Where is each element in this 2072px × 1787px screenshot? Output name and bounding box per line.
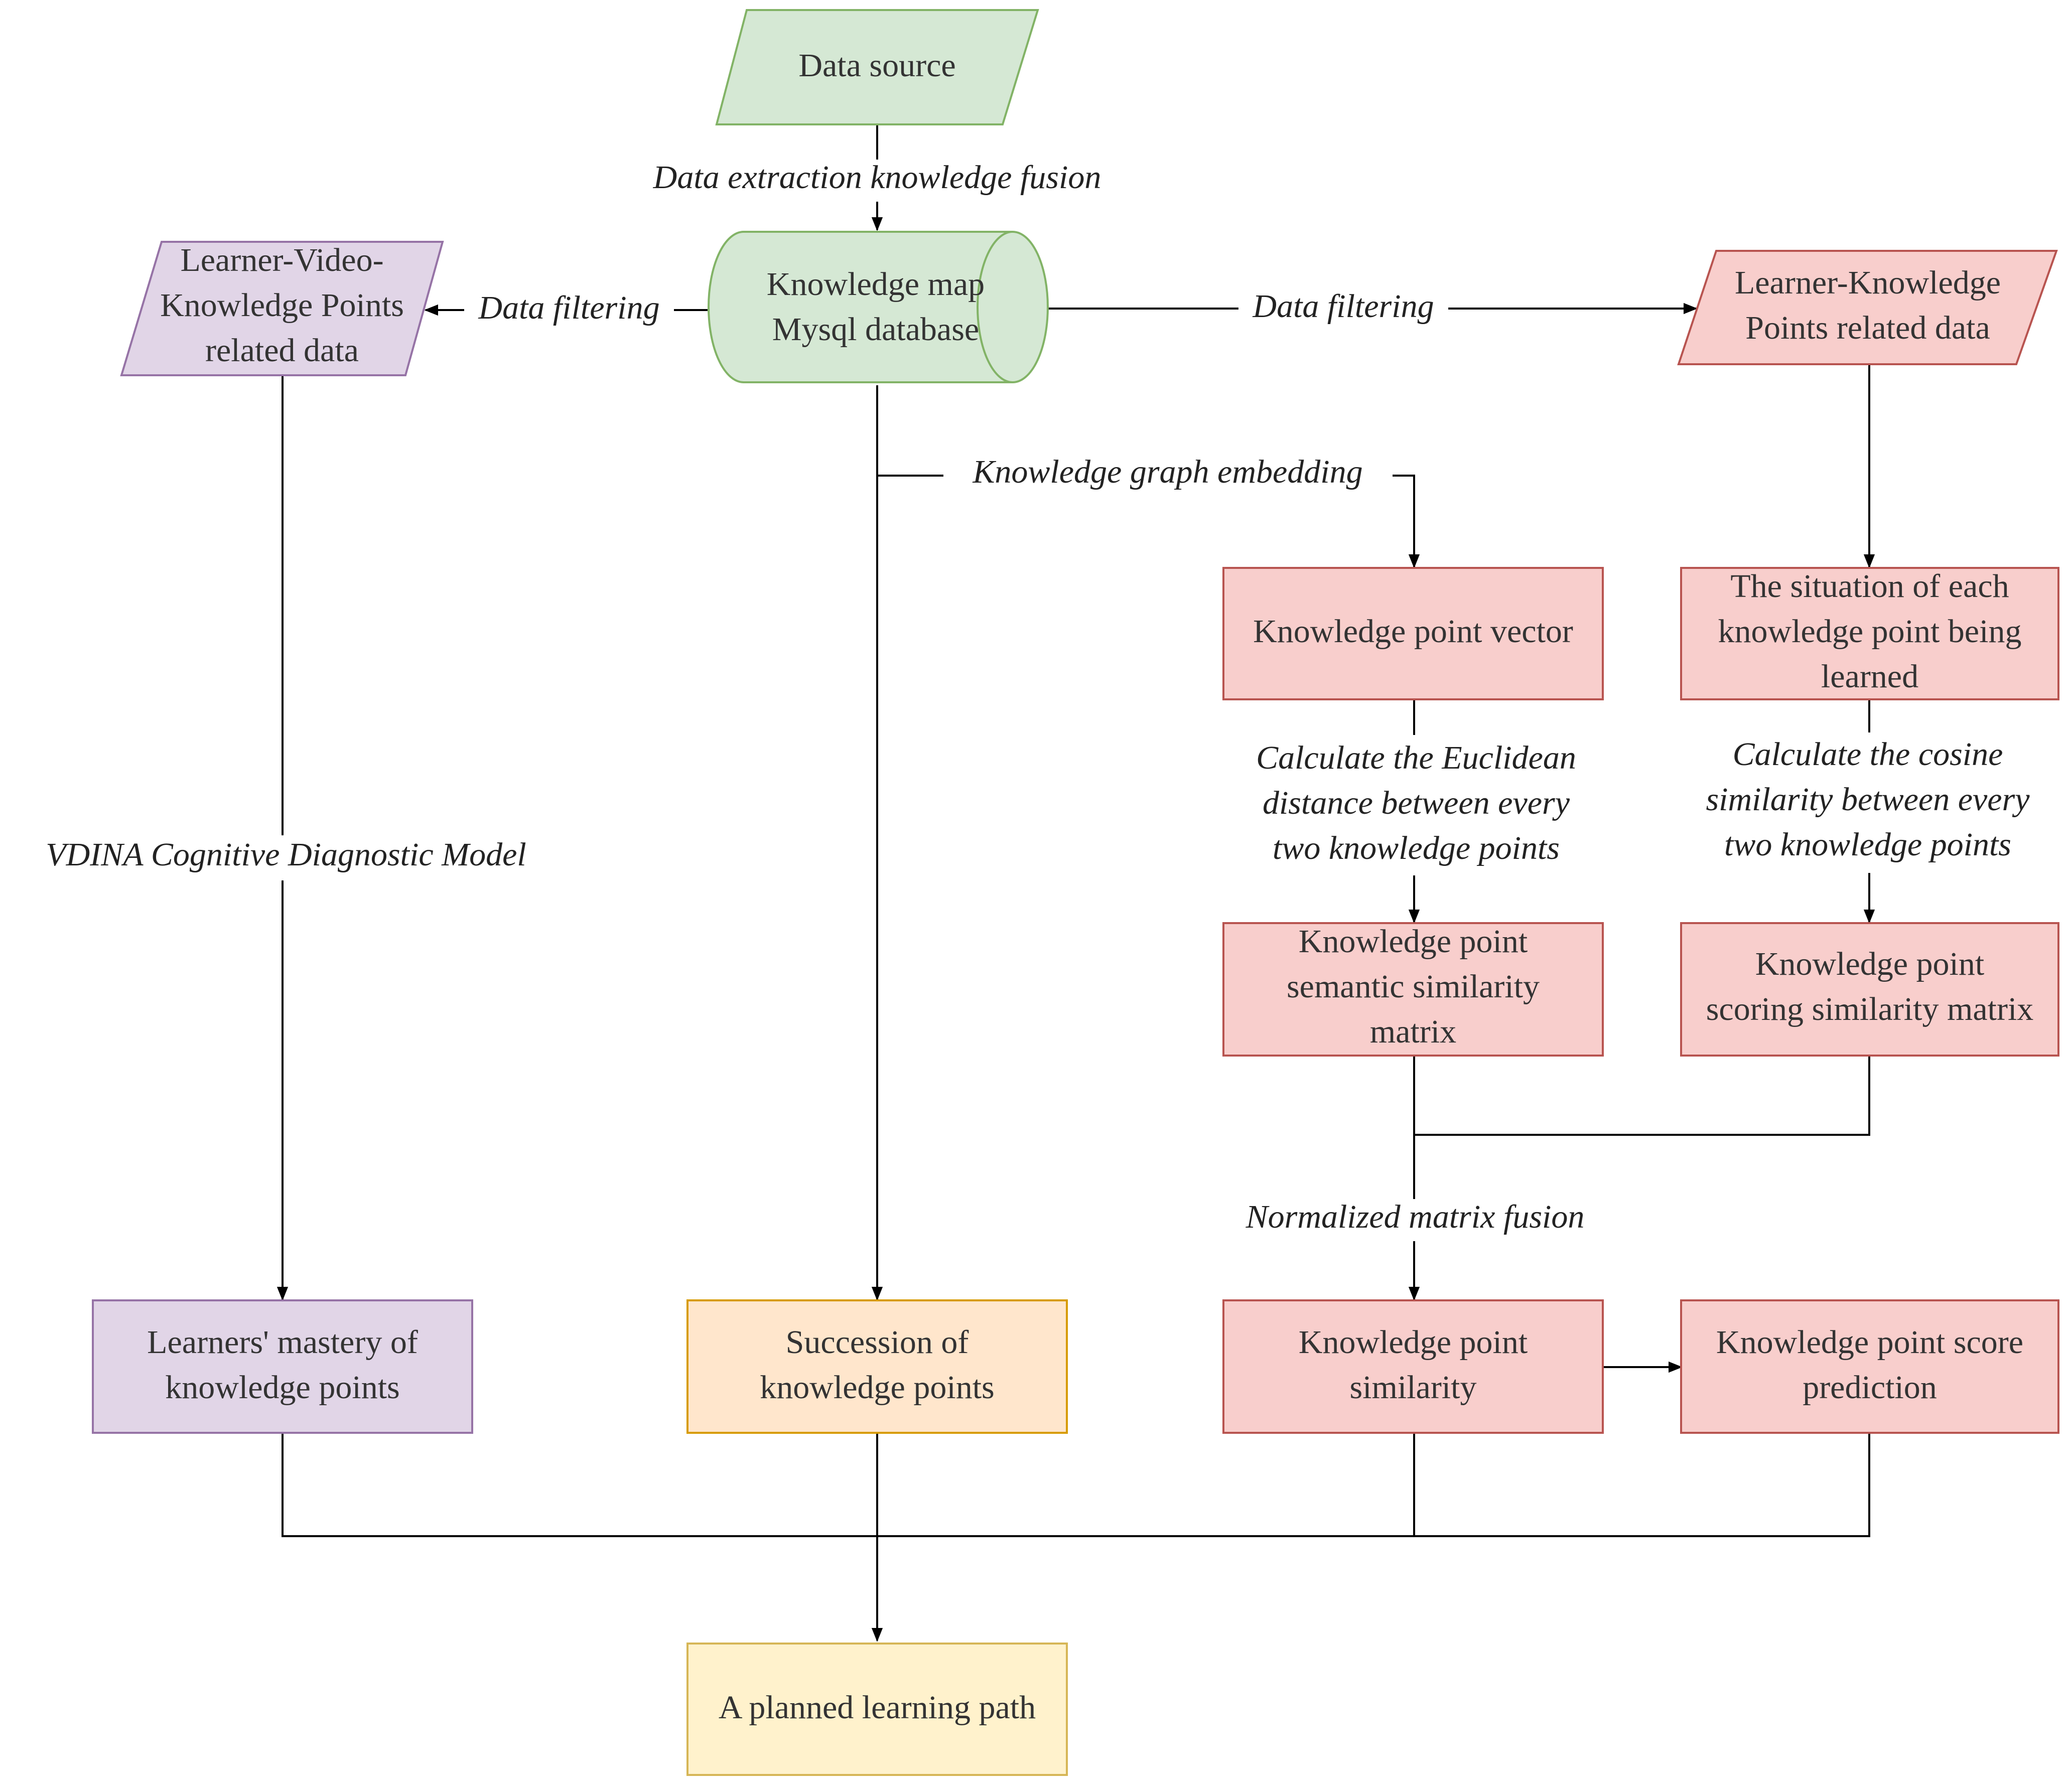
node-text-learners-mastery-line-1: Learners' mastery of: [147, 1324, 418, 1361]
label-euclidean: Calculate the Euclidean distance between …: [1229, 735, 1603, 875]
node-text-kp-semantic-matrix-line-2: semantic similarity: [1287, 968, 1540, 1005]
node-text-learner-video-data-line-2: Knowledge Points: [160, 287, 404, 324]
node-text-kp-semantic-matrix: Knowledge point semantic similarity matrix: [1287, 923, 1540, 1050]
node-kp-learned-situation: The situation of each knowledge point bei…: [1680, 567, 2059, 700]
node-text-kp-scoring-matrix-line-2: scoring similarity matrix: [1706, 991, 2034, 1027]
label-data-extraction: Data extraction knowledge fusion: [617, 159, 1137, 202]
node-text-succession: Succession of knowledge points: [760, 1324, 994, 1406]
node-text-learners-mastery-line-2: knowledge points: [165, 1369, 399, 1406]
node-text-learner-knowledge-data-line-1: Learner-Knowledge: [1735, 264, 2001, 301]
edge-labels: Data extraction knowledge fusion Data fi…: [10, 159, 2063, 1241]
edge-label-vdina-line-1: VDINA Cognitive Diagnostic Model: [46, 836, 526, 873]
node-text-kp-vector: Knowledge point vector: [1253, 613, 1573, 650]
node-kp-semantic-matrix: Knowledge point semantic similarity matrix: [1222, 922, 1604, 1057]
node-text-kp-score-prediction-line-2: prediction: [1803, 1369, 1937, 1406]
edge-label-data-filtering-left: Data filtering: [478, 289, 659, 326]
node-text-kp-scoring-matrix-line-1: Knowledge point: [1755, 946, 1984, 982]
node-text-kp-scoring-matrix: Knowledge point scoring similarity matrix: [1706, 946, 2034, 1027]
node-text-planned-path: A planned learning path: [719, 1689, 1036, 1726]
label-normalized-fusion: Normalized matrix fusion: [1219, 1199, 1613, 1241]
node-text-learner-knowledge-data-line-2: Points related data: [1745, 310, 1990, 346]
node-text-kp-learned-situation-line-3: learned: [1821, 658, 1918, 695]
edge-label-cosine-line-2: similarity between every: [1706, 781, 2030, 818]
edge-label-kg-embedding: Knowledge graph embedding: [972, 454, 1362, 490]
edge-label-data-filtering-left-line-1: Data filtering: [478, 289, 659, 326]
edge-label-cosine-line-1: Calculate the cosine: [1733, 736, 2003, 773]
edge-scoring-merge: [1414, 1056, 1870, 1136]
node-text-kp-similarity: Knowledge point similarity: [1299, 1324, 1528, 1406]
node-text-kp-similarity-line-1: Knowledge point: [1299, 1324, 1528, 1361]
node-text-kp-semantic-matrix-line-1: Knowledge point: [1299, 923, 1528, 960]
edge-label-euclidean-line-3: two knowledge points: [1273, 830, 1560, 866]
label-data-filtering-left: Data filtering: [464, 289, 674, 332]
node-learners-mastery: Learners' mastery of knowledge points: [92, 1299, 473, 1434]
node-text-planned-path-line-1: A planned learning path: [719, 1689, 1036, 1726]
edge-label-normalized-fusion: Normalized matrix fusion: [1246, 1199, 1585, 1235]
node-text-kp-similarity-line-2: similarity: [1350, 1369, 1477, 1406]
node-text-knowledge-map-db-line-2: Mysql database: [772, 311, 979, 348]
label-cosine: Calculate the cosine similarity between e…: [1676, 732, 2063, 873]
label-vdina: VDINA Cognitive Diagnostic Model: [10, 835, 562, 880]
node-text-learner-video-data-line-1: Learner-Video-: [180, 242, 383, 278]
node-text-kp-semantic-matrix-line-3: matrix: [1370, 1013, 1456, 1050]
node-learner-video-data: Learner-Video- Knowledge Points related da…: [120, 241, 444, 376]
edge-bottom-merge: [282, 1434, 1870, 1537]
edge-label-euclidean-line-1: Calculate the Euclidean: [1256, 739, 1576, 776]
edge-label-normalized-fusion-line-1: Normalized matrix fusion: [1246, 1199, 1585, 1235]
edge-label-data-filtering-right-line-1: Data filtering: [1252, 288, 1434, 325]
node-text-succession-line-2: knowledge points: [760, 1369, 994, 1406]
node-text-learners-mastery: Learners' mastery of knowledge points: [147, 1324, 418, 1406]
node-text-learner-video-data-line-3: related data: [205, 332, 359, 369]
node-text-succession-line-1: Succession of: [786, 1324, 969, 1361]
node-kp-vector: Knowledge point vector: [1222, 567, 1604, 700]
edge-label-cosine-line-3: two knowledge points: [1724, 826, 2011, 863]
label-kg-embedding: Knowledge graph embedding: [943, 454, 1393, 496]
label-data-filtering-right: Data filtering: [1238, 288, 1448, 331]
node-data-source: Data source: [715, 9, 1039, 125]
edge-label-euclidean-line-2: distance between every: [1263, 785, 1570, 821]
edge-label-cosine: Calculate the cosine similarity between e…: [1706, 736, 2030, 863]
edge-label-data-filtering-right: Data filtering: [1252, 288, 1434, 325]
edge-label-data-extraction-line-1: Data extraction knowledge fusion: [653, 159, 1101, 196]
edge-label-kg-embedding-line-1: Knowledge graph embedding: [972, 454, 1362, 490]
node-kp-similarity: Knowledge point similarity: [1222, 1299, 1604, 1434]
node-kp-scoring-matrix: Knowledge point scoring similarity matrix: [1680, 922, 2059, 1057]
node-text-kp-learned-situation: The situation of each knowledge point bei…: [1718, 568, 2022, 695]
node-text-kp-learned-situation-line-2: knowledge point being: [1718, 613, 2022, 650]
node-kp-score-prediction: Knowledge point score prediction: [1680, 1299, 2059, 1434]
node-text-kp-learned-situation-line-1: The situation of each: [1730, 568, 2009, 605]
node-text-kp-score-prediction-line-1: Knowledge point score: [1716, 1324, 2023, 1361]
edge-label-vdina: VDINA Cognitive Diagnostic Model: [46, 836, 526, 873]
node-text-data-source-line-1: Data source: [798, 47, 955, 84]
node-text-kp-vector-line-1: Knowledge point vector: [1253, 613, 1573, 650]
node-text-learner-video-data: Learner-Video- Knowledge Points related da…: [160, 242, 404, 369]
node-succession: Succession of knowledge points: [686, 1299, 1068, 1434]
edge-label-data-extraction: Data extraction knowledge fusion: [653, 159, 1101, 196]
node-text-knowledge-map-db-line-1: Knowledge map: [767, 266, 985, 303]
edge-label-euclidean: Calculate the Euclidean distance between …: [1256, 739, 1576, 866]
node-planned-path: A planned learning path: [686, 1643, 1068, 1776]
node-text-data-source: Data source: [798, 47, 955, 84]
node-text-kp-score-prediction: Knowledge point score prediction: [1716, 1324, 2023, 1406]
edges: [277, 125, 1875, 1642]
